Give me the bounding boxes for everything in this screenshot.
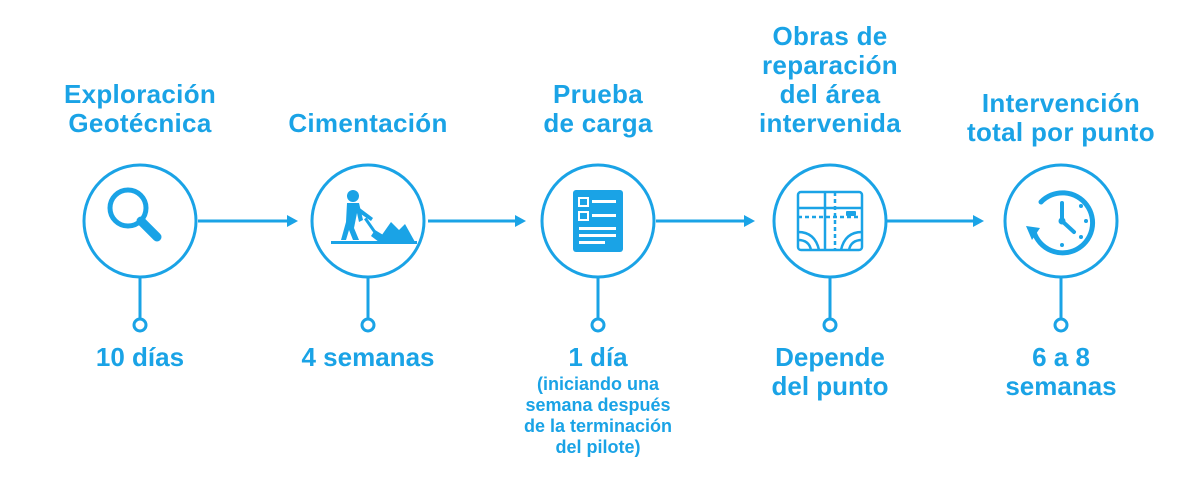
worker-shoveling-icon xyxy=(331,190,417,244)
arrow-2-to-3 xyxy=(428,215,526,227)
step-duration: 4 semanas xyxy=(301,342,435,372)
step-intervencion-total: Intervención total por punto 6 a 8 seman… xyxy=(946,0,1176,483)
step-duration: 10 días xyxy=(95,342,185,372)
step-graphic xyxy=(540,163,656,333)
step-title: Exploración Geotécnica xyxy=(63,79,217,138)
step-exploracion: Exploración Geotécnica 10 días xyxy=(25,0,255,483)
arrow-1-to-2 xyxy=(198,215,298,227)
step-graphic xyxy=(772,163,888,333)
step-title: Intervención total por punto xyxy=(967,88,1155,147)
step-title: Obras de reparación del área intervenida xyxy=(758,21,901,138)
step-title: Cimentación xyxy=(288,108,448,138)
step-graphic xyxy=(1003,163,1119,333)
step-obras-reparacion: Obras de reparación del área intervenida… xyxy=(715,0,945,483)
checklist-document-icon xyxy=(573,190,623,252)
step-title: Prueba de carga xyxy=(543,79,653,138)
step-graphic xyxy=(310,163,426,333)
step-duration: Depende del punto xyxy=(771,342,889,401)
step-duration: 1 día xyxy=(568,342,628,372)
clock-icon xyxy=(1026,190,1096,256)
step-note: (iniciando una semana después de la term… xyxy=(523,374,673,457)
step-prueba-carga: Prueba de carga 1 día (iniciando una sem… xyxy=(483,0,713,483)
arrow-4-to-5 xyxy=(885,215,984,227)
step-graphic xyxy=(82,163,198,333)
magnifier-icon xyxy=(107,187,162,242)
step-cimentacion: Cimentación 4 semanas xyxy=(253,0,483,483)
road-intersection-icon xyxy=(796,190,864,252)
step-duration: 6 a 8 semanas xyxy=(1005,342,1117,401)
arrow-3-to-4 xyxy=(656,215,755,227)
